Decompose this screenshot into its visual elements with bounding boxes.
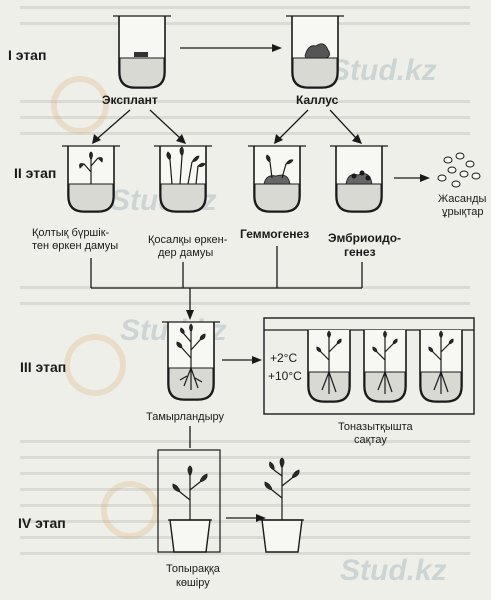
adventitious-label-line-1: Қосалқы өркен- — [148, 234, 228, 246]
axillary-label-line-2: тен өркен дамуы — [32, 240, 118, 252]
stage-1-label: I этап — [8, 47, 46, 63]
artificial-seeds-label-line-2: ұрықтар — [442, 206, 484, 218]
stage-4-label: IV этап — [18, 515, 66, 531]
gemmogenesis-tube — [248, 145, 306, 213]
adventitious-shoot-tube — [154, 145, 212, 213]
temperature-low: +10°С — [268, 369, 302, 383]
explant-tube — [113, 15, 171, 89]
explant-label: Эксплант — [102, 93, 158, 107]
branch-arrows-stage-2 — [92, 109, 362, 144]
gemmogenesis-label: Геммогенез — [240, 227, 309, 241]
cold-storage-label-line-2: сақтау — [354, 434, 387, 446]
callus-mass — [304, 43, 330, 59]
cold-storage-box — [263, 317, 475, 415]
stage-3-label: III этап — [20, 359, 66, 375]
callus-label: Каллус — [296, 93, 339, 107]
rooting-label: Тамырландыру — [146, 411, 224, 423]
watermark-text: Stud.kz — [330, 54, 437, 87]
watermark-text: Stud.kz — [340, 554, 447, 587]
pot-2 — [260, 457, 304, 553]
arrowhead — [256, 514, 266, 522]
callus-tube — [286, 15, 344, 89]
embryoidogenesis-label-line-2: генез — [344, 245, 376, 259]
rooting-tube — [162, 321, 220, 401]
axillary-shoot-tube — [62, 145, 120, 213]
collector-lines-stage-3 — [90, 246, 363, 320]
arrowhead — [272, 44, 282, 52]
embryoidogenesis-label-line-1: Эмбриоидо- — [328, 231, 401, 245]
soil-transfer-label-line-2: көшіру — [176, 577, 210, 589]
storage-tube-2 — [363, 330, 407, 403]
stage-2-label: II этап — [14, 165, 56, 181]
arrowhead — [420, 174, 430, 182]
pot-1 — [168, 465, 212, 553]
cold-storage-label-line-1: Тоназытқышта — [338, 421, 413, 433]
background-text-lines — [20, 6, 470, 555]
axillary-label-line-1: Қолтық бүршік- — [32, 227, 110, 239]
storage-tube-3 — [419, 330, 463, 403]
artificial-seeds-icon — [437, 152, 481, 188]
soil-transfer-label-line-1: Топыраққа — [166, 563, 221, 575]
storage-tube-1 — [307, 330, 351, 403]
temperature-high: +2°С — [270, 351, 297, 365]
arrowhead — [252, 356, 262, 364]
explant-tissue — [134, 52, 148, 57]
embryoidogenesis-tube — [330, 145, 388, 213]
watermark-logo-icon — [51, 76, 159, 539]
adventitious-label-line-2: дер дамуы — [158, 247, 213, 259]
artificial-seeds-label-line-1: Жасанды — [438, 193, 487, 205]
